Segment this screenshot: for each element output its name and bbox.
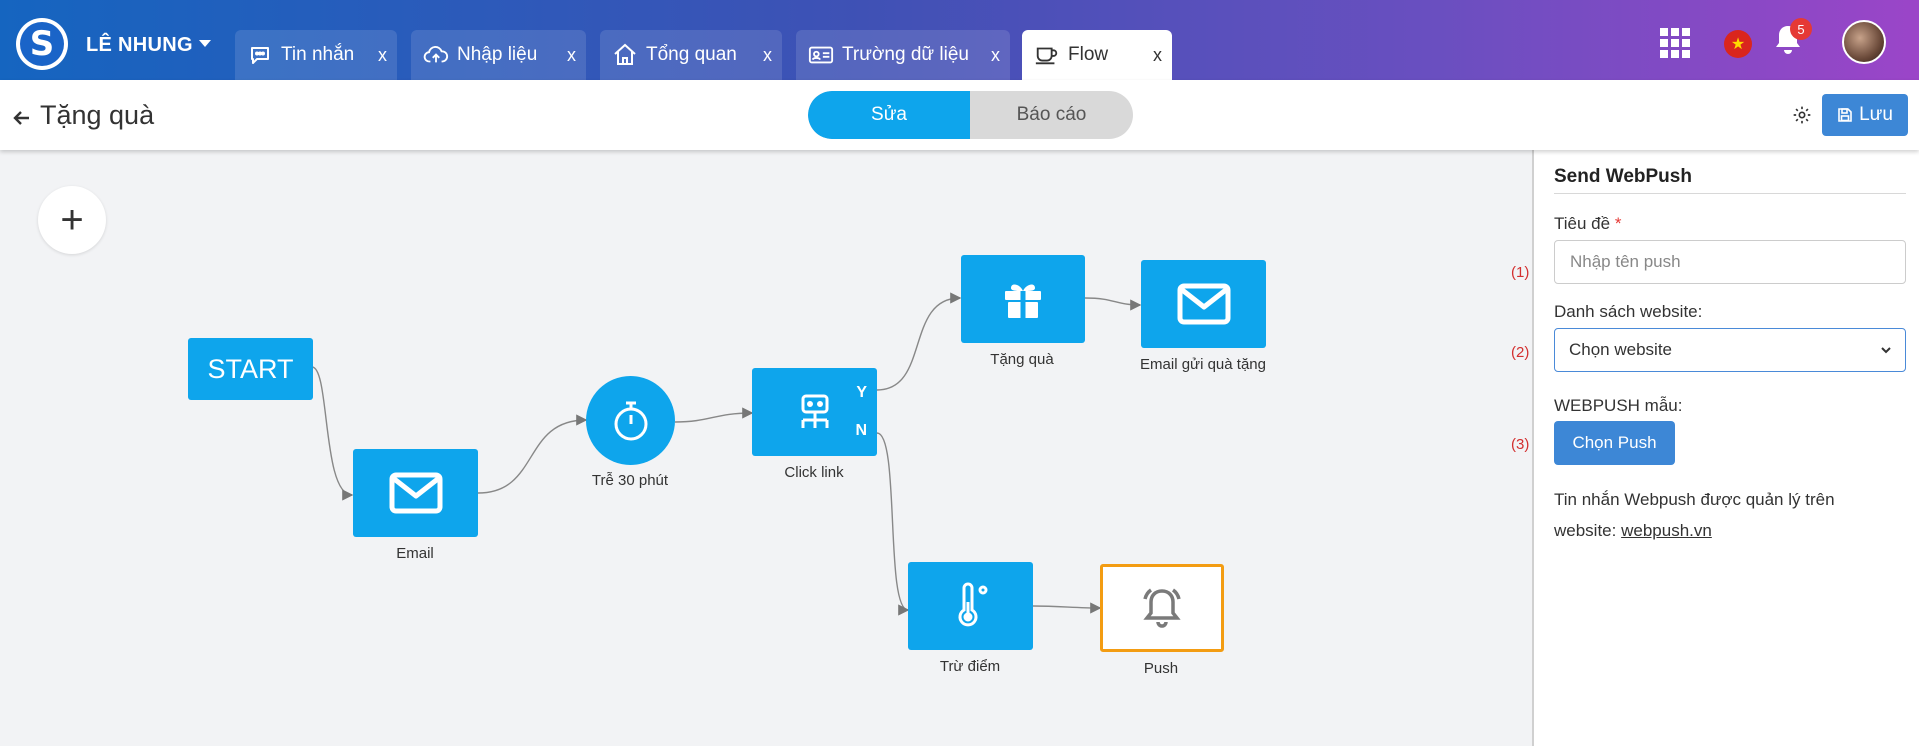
node-email-label: Email <box>396 545 434 562</box>
arrow-left-icon[interactable] <box>12 108 32 128</box>
edge-delay-click <box>674 407 754 423</box>
top-navigation-bar: S LÊ NHUNG Tin nhắn x Nhập liệu x Tổng q… <box>0 0 1919 80</box>
edge-points-push <box>1032 602 1102 614</box>
website-list-label: Danh sách website: <box>1554 302 1703 321</box>
stopwatch-icon <box>614 401 647 440</box>
chevron-down-icon <box>1881 347 1891 354</box>
tab-close-button[interactable]: x <box>378 45 387 65</box>
caret-down-icon[interactable] <box>199 40 211 47</box>
node-push[interactable] <box>1100 564 1224 652</box>
edge-no-points <box>876 432 910 616</box>
node-gift-email-label: Email gửi quà tặng <box>1140 356 1266 373</box>
tab-nhap-lieu[interactable]: Nhập liệu x <box>411 30 586 80</box>
flow-edges <box>311 292 1142 616</box>
tab-label: Nhập liệu <box>457 44 538 65</box>
step-number-1: (1) <box>1511 264 1530 281</box>
tab-tin-nhan[interactable]: Tin nhắn x <box>235 30 397 80</box>
edge-email-delay <box>477 414 588 494</box>
thermometer-icon <box>958 582 987 627</box>
home-icon <box>612 42 638 68</box>
choose-push-button[interactable]: Chọn Push <box>1554 421 1675 465</box>
tab-tong-quan[interactable]: Tổng quan x <box>600 30 782 80</box>
envelope-icon <box>1177 283 1230 325</box>
id-card-icon <box>808 42 834 68</box>
node-push-label: Push <box>1143 660 1179 677</box>
save-button[interactable]: Lưu <box>1822 94 1908 136</box>
flow-header: Tặng quà Sửa Báo cáo Lưu <box>0 80 1919 150</box>
webpush-note: Tin nhắn Webpush được quản lý trên websi… <box>1554 490 1835 540</box>
edge-start-email <box>311 366 354 501</box>
start-label: START <box>207 353 294 384</box>
floppy-icon <box>1838 108 1852 122</box>
push-title-input[interactable] <box>1554 240 1906 284</box>
tab-label: Tổng quan <box>646 44 737 65</box>
tab-close-button[interactable]: x <box>763 45 772 65</box>
node-start[interactable]: START <box>188 338 313 400</box>
add-node-button[interactable]: + <box>38 186 106 254</box>
node-gift-email[interactable] <box>1141 260 1266 348</box>
tab-label: Flow <box>1068 44 1109 65</box>
edge-yes-gift <box>876 292 962 391</box>
gear-icon[interactable] <box>1792 105 1812 125</box>
cup-icon <box>1034 42 1060 68</box>
notification-badge: 5 <box>1790 18 1812 40</box>
page-title: Tặng quà <box>40 100 155 130</box>
template-label: WEBPUSH mẫu: <box>1554 396 1683 415</box>
edge-gift-giftemail <box>1084 297 1142 311</box>
node-points[interactable] <box>908 562 1033 650</box>
node-points-label: Trừ điểm <box>939 658 1001 675</box>
webpush-link[interactable]: webpush.vn <box>1621 521 1712 540</box>
mode-toggle: Sửa Báo cáo <box>808 91 1133 139</box>
no-branch-label: N <box>855 422 867 439</box>
flow-canvas[interactable]: + START Email Trễ 30 phút Y N Click link… <box>0 150 1532 746</box>
required-mark: * <box>1614 214 1622 233</box>
avatar[interactable] <box>1842 20 1886 64</box>
apps-grid-icon[interactable] <box>1660 28 1690 58</box>
node-gift[interactable] <box>961 255 1085 343</box>
panel-title: Send WebPush <box>1554 166 1692 187</box>
node-click-link[interactable]: Y N <box>752 368 877 456</box>
report-mode-button[interactable]: Báo cáo <box>1016 104 1087 125</box>
bell-icon <box>1143 588 1181 628</box>
website-select-value: Chọn website <box>1569 340 1673 359</box>
title-field-label: Tiêu đề * <box>1554 214 1622 233</box>
tab-close-button[interactable]: x <box>567 45 576 65</box>
envelope-icon <box>389 472 442 514</box>
node-gift-label: Tặng quà <box>990 351 1054 368</box>
node-delay[interactable] <box>586 376 675 465</box>
tab-label: Trường dữ liệu <box>842 44 969 65</box>
gift-icon <box>1005 284 1041 318</box>
vietnam-flag-icon[interactable]: ★ <box>1724 30 1752 58</box>
yes-branch-label: Y <box>856 384 867 401</box>
tab-close-button[interactable]: x <box>1153 45 1162 65</box>
website-select[interactable]: Chọn website <box>1554 328 1906 372</box>
step-number-3: (3) <box>1511 436 1530 453</box>
tab-label: Tin nhắn <box>281 44 355 65</box>
node-delay-label: Trễ 30 phút <box>591 472 669 489</box>
webpush-settings-panel: Send WebPush Tiêu đề * Danh sách website… <box>1532 150 1919 746</box>
tab-close-button[interactable]: x <box>991 45 1000 65</box>
tab-flow[interactable]: Flow x <box>1022 30 1172 80</box>
robot-icon <box>801 394 828 428</box>
edit-mode-button[interactable]: Sửa <box>808 91 970 139</box>
logo-letter: S <box>20 22 64 66</box>
node-email[interactable] <box>353 449 478 537</box>
save-label: Lưu <box>1859 104 1893 125</box>
app-logo[interactable]: S <box>16 18 68 70</box>
step-number-2: (2) <box>1511 344 1530 361</box>
chat-icon <box>247 42 273 68</box>
divider <box>1554 193 1906 194</box>
cloud-upload-icon <box>423 42 449 68</box>
node-click-link-label: Click link <box>784 464 844 481</box>
user-name[interactable]: LÊ NHUNG <box>86 34 193 56</box>
tab-truong-du-lieu[interactable]: Trường dữ liệu x <box>796 30 1010 80</box>
